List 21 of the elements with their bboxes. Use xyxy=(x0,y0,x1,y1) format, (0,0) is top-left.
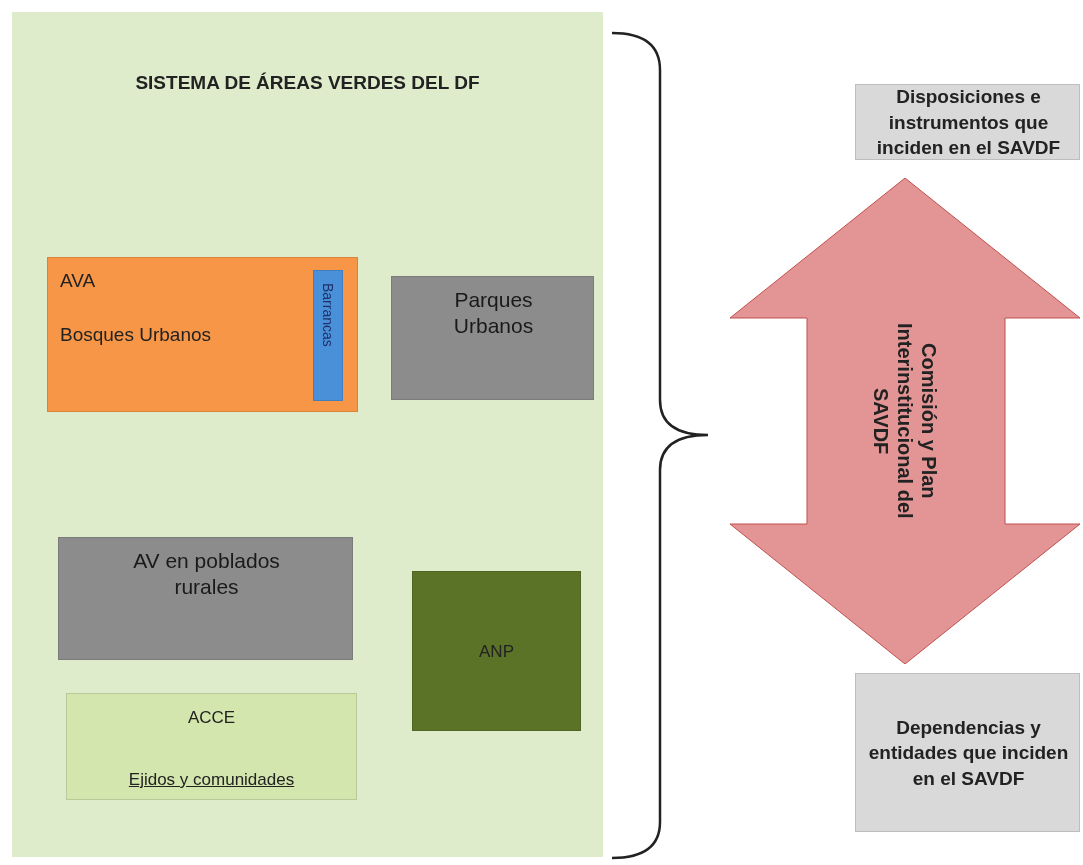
info-text: Disposiciones e instrumentos que inciden en el SAVDF xyxy=(875,84,1062,160)
area-box xyxy=(47,257,358,412)
info-box xyxy=(855,673,1080,832)
arrow-text: Comisión y Plan Interinstitucional del SAVDF xyxy=(869,322,941,521)
panel-title: SISTEMA DE ÁREAS VERDES DEL DF xyxy=(134,72,481,94)
area-label: Parques Urbanos xyxy=(452,287,535,340)
area-label: ANP xyxy=(478,642,515,662)
area-label: Ejidos y comunidades xyxy=(127,770,296,790)
area-label: ACCE xyxy=(186,708,237,728)
area-label: AV en poblados rurales xyxy=(132,548,281,601)
area-label: Barrancas xyxy=(320,283,336,347)
area-box xyxy=(412,571,581,731)
info-box xyxy=(855,84,1080,160)
area-panel xyxy=(12,12,603,857)
area-label: AVA xyxy=(60,270,96,292)
info-text: Dependencias y entidades que inciden en el SAVDF xyxy=(868,715,1069,791)
area-box xyxy=(58,537,353,660)
area-label: Bosques Urbanos xyxy=(60,324,212,346)
area-box xyxy=(313,270,343,401)
area-box xyxy=(66,693,357,800)
area-box xyxy=(391,276,594,400)
